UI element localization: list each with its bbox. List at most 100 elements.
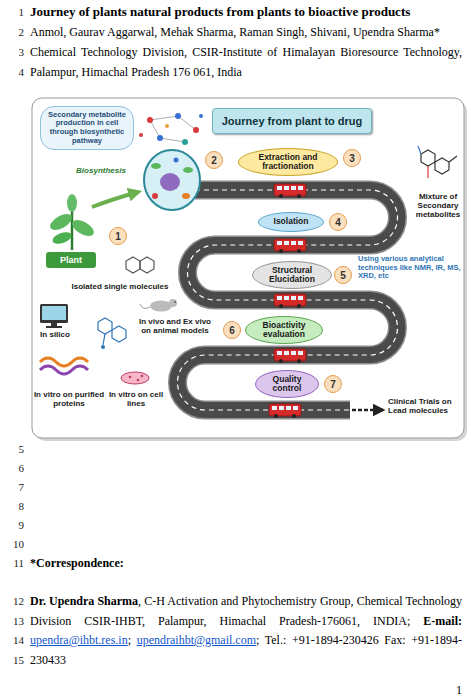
correspondence-paragraph: Dr. Upendra Sharma, C-H Activation and P…	[30, 592, 462, 670]
annotation: Isolated single molecules	[66, 282, 174, 291]
plant-cell	[144, 150, 200, 210]
molecule-icon	[449, 156, 457, 162]
plant-cell	[160, 173, 180, 191]
metabolite-dots	[182, 139, 188, 145]
computer-icon	[40, 304, 68, 328]
bus-icon	[274, 184, 306, 198]
petri-dish-icon	[129, 376, 132, 379]
node-text: Secondary metabolite production in cell …	[47, 111, 127, 146]
molecule-icon	[126, 257, 140, 273]
mouse-icon	[150, 301, 172, 312]
road	[177, 190, 397, 410]
stage-oval: Isolation	[258, 212, 324, 232]
stage-oval: Bioactivity evaluation	[245, 316, 323, 344]
line-number: 5	[2, 440, 24, 459]
mouse-icon	[140, 299, 177, 312]
line-number: 11	[2, 553, 24, 573]
petri-dish-icon	[137, 379, 140, 382]
node-text: Bioactivity evaluation	[258, 321, 310, 340]
metabolite-dots	[139, 133, 143, 137]
metabolite-dots	[150, 116, 178, 120]
plant-icon	[48, 194, 97, 250]
annotation: Mixture of Secondary metabolites	[410, 192, 466, 220]
bus-icon	[269, 404, 301, 418]
figure-title-box: Journey from plant to drug	[212, 108, 372, 134]
node-text: 1	[115, 231, 121, 242]
process-label: Biosynthesis	[68, 166, 134, 175]
node-text: Extraction and fractionation	[251, 153, 325, 172]
affiliation: Chemical Technology Division, CSIR-Insti…	[30, 42, 462, 82]
node-text: 2	[211, 155, 217, 166]
next-step-arrow	[352, 410, 383, 411]
callout-number: 1	[109, 227, 127, 245]
node-text: Journey from plant to drug	[222, 115, 363, 127]
line-number: 12	[2, 592, 24, 612]
molecule-icon	[435, 158, 449, 174]
bus-icon	[274, 294, 306, 308]
molecule-network-icon	[98, 318, 112, 334]
protein-icon	[40, 358, 88, 374]
petri-dish-icon	[121, 372, 149, 384]
plant-icon	[48, 211, 75, 233]
plant-cell	[144, 150, 200, 210]
method-label: In vitro on purified proteins	[33, 390, 105, 408]
computer-icon	[40, 304, 68, 323]
next-step-arrow	[352, 409, 383, 412]
plant-cell	[174, 158, 179, 163]
computer-icon	[46, 326, 62, 328]
plant-icon	[67, 194, 77, 212]
plant-icon	[51, 230, 73, 246]
line-number: 14	[2, 631, 24, 651]
line-number: 3	[2, 42, 24, 62]
road	[177, 190, 397, 410]
method-label: In vivo and Ex vivo on animal models	[138, 317, 212, 335]
outcome-label: Clinical Trials on Lead molecules	[388, 397, 464, 415]
biosynthesis-arrow	[92, 192, 138, 207]
petri-dish-icon	[141, 375, 144, 378]
molecule-icon	[427, 166, 428, 178]
line-number: 13	[2, 612, 24, 632]
line-number: 10	[2, 535, 24, 554]
metabolite-dots	[157, 135, 163, 141]
computer-icon	[42, 306, 66, 320]
molecule-icon	[140, 257, 154, 273]
plant-cell	[151, 163, 161, 169]
mouse-icon	[174, 301, 176, 303]
node-text: 6	[229, 325, 235, 336]
annotation: Using various analytical techniques like…	[358, 255, 466, 281]
metabolite-dots	[175, 113, 181, 119]
author-list: Anmol, Gaurav Aggarwal, Mehak Sharma, Ra…	[30, 22, 462, 42]
road	[177, 190, 397, 410]
email-link: upendra@ihbt.res.in	[30, 633, 128, 647]
line-number: 7	[2, 478, 24, 497]
node-text: Isolation	[274, 217, 309, 226]
method-label: In silico	[30, 330, 80, 339]
molecule-network-icon	[112, 326, 126, 342]
callout-number: 7	[324, 375, 342, 393]
line-number: 2	[2, 22, 24, 42]
metabolite-dots	[160, 138, 185, 142]
callout-number: 3	[343, 149, 361, 167]
figure-frame	[32, 98, 467, 441]
molecule-icon	[421, 150, 435, 166]
node-text: 5	[340, 270, 346, 281]
line-number: 8	[2, 497, 24, 516]
author-name: Dr. Upendra Sharma	[30, 594, 138, 608]
node-text: Plant	[60, 255, 82, 265]
molecule-network-icon	[98, 318, 126, 349]
separator: ;	[128, 633, 131, 647]
field-label: E-mail:	[423, 614, 462, 628]
callout-number: 6	[223, 321, 241, 339]
molecule-network-icon	[103, 334, 105, 345]
node-text: 7	[330, 379, 336, 390]
line-number: 1	[2, 2, 24, 22]
bus-icon	[274, 239, 306, 253]
node-text: 4	[335, 217, 341, 228]
line-number: 15	[2, 651, 24, 671]
node-text: Structural Elucidation	[265, 266, 319, 285]
callout-number: 5	[334, 266, 352, 284]
protein-icon	[40, 366, 88, 374]
molecule-icon	[418, 146, 421, 154]
node-text: 3	[349, 153, 355, 164]
